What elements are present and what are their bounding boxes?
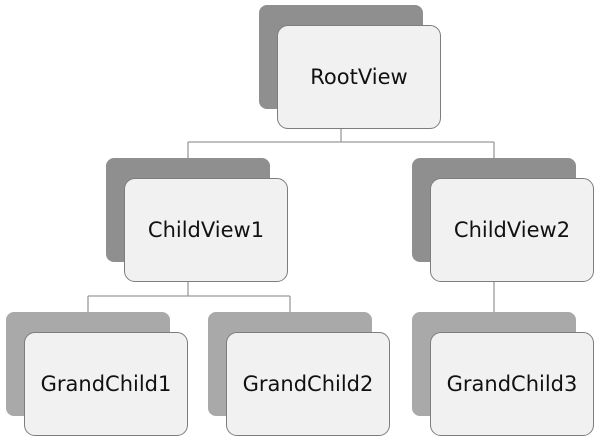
grandchild-1-box: GrandChild1 xyxy=(24,332,188,436)
grandchild-3-label: GrandChild3 xyxy=(446,372,578,396)
child-view-1-label: ChildView1 xyxy=(147,218,265,242)
grandchild-2-box: GrandChild2 xyxy=(226,332,390,436)
grandchild-2-label: GrandChild2 xyxy=(242,372,374,396)
root-view-box: RootView xyxy=(277,25,441,129)
grandchild-1-label: GrandChild1 xyxy=(40,372,172,396)
child-view-2-box: ChildView2 xyxy=(430,178,594,282)
child-view-2-label: ChildView2 xyxy=(453,218,571,242)
root-view-label: RootView xyxy=(310,65,408,89)
child-view-1-box: ChildView1 xyxy=(124,178,288,282)
grandchild-3-box: GrandChild3 xyxy=(430,332,594,436)
